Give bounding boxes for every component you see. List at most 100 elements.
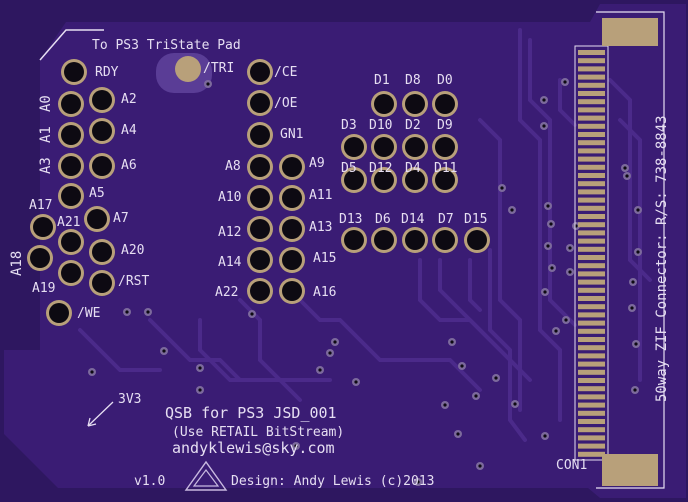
pad-label-we: /WE	[77, 306, 101, 321]
zif-finger-2	[578, 66, 605, 72]
pad-label-a16: A16	[313, 285, 337, 300]
zif-finger-30	[578, 296, 605, 301]
pad-label-gn1: GN1	[280, 127, 304, 142]
connector-ref: CON1	[556, 458, 588, 473]
zif-finger-20	[578, 214, 605, 219]
pad-hole-7	[61, 186, 81, 206]
zif-finger-5	[578, 91, 605, 96]
via-hole-1	[146, 310, 150, 314]
zif-finger-12	[578, 148, 605, 154]
trace-10	[78, 328, 162, 372]
via-hole-13	[554, 329, 558, 333]
pad-hole-43	[435, 230, 455, 250]
pad-label-d9: D9	[437, 118, 453, 133]
pad-hole-4	[61, 125, 81, 145]
zif-finger-4	[578, 82, 605, 88]
trace-0	[518, 28, 562, 422]
pad-hole-26	[282, 250, 302, 270]
pad-hole-35	[435, 137, 455, 157]
pad-label-a10: A10	[218, 190, 242, 205]
zif-finger-42	[578, 394, 605, 400]
trace-9	[618, 118, 642, 382]
power-arrow-head	[87, 417, 97, 427]
pad-label-a0: A0	[38, 95, 54, 112]
pad-hole-15	[49, 303, 69, 323]
zif-finger-29	[578, 287, 605, 293]
zif-finger-0	[578, 50, 605, 55]
via-hole-43	[206, 82, 210, 86]
pad-hole-9	[87, 209, 107, 229]
zif-finger-36	[578, 345, 605, 351]
via-hole-4	[333, 340, 337, 344]
zif-finger-1	[578, 58, 605, 64]
version: v1.0	[134, 474, 166, 489]
zif-finger-27	[578, 271, 605, 277]
pad-hole-20	[282, 157, 302, 177]
power-label: 3V3	[118, 392, 142, 407]
power-arrow-line	[87, 401, 114, 427]
pad-hole-40	[344, 230, 364, 250]
zif-finger-44	[578, 410, 605, 416]
zif-finger-40	[578, 378, 605, 383]
pad-hole-2	[61, 94, 81, 114]
pad-label-ce: /CE	[274, 65, 298, 80]
pad-hole-12	[92, 242, 112, 262]
trace-11	[198, 318, 332, 382]
pad-hole-21	[250, 188, 270, 208]
via-hole-40	[294, 444, 298, 448]
pad-label-a8: A8	[225, 159, 241, 174]
zif-finger-48	[578, 443, 605, 449]
zif-finger-25	[578, 255, 605, 260]
pad-hole-38	[405, 170, 425, 190]
zif-finger-33	[578, 320, 605, 326]
via-hole-18	[550, 266, 554, 270]
pad-hole-1	[92, 90, 112, 110]
zif-finger-9	[578, 123, 605, 129]
via-hole-25	[636, 208, 640, 212]
zif-finger-39	[578, 369, 605, 375]
via-hole-15	[546, 204, 550, 208]
zif-finger-34	[578, 328, 605, 334]
zif-finger-16	[578, 181, 605, 187]
zif-finger-23	[578, 238, 605, 244]
main-title: QSB for PS3 JSD_001	[165, 404, 337, 422]
zif-finger-32	[578, 312, 605, 318]
pad-label-d3: D3	[341, 118, 357, 133]
via-hole-16	[549, 222, 553, 226]
via-hole-12	[543, 434, 547, 438]
zif-finger-6	[578, 99, 605, 105]
silk-header-edge	[39, 29, 104, 61]
via-hole-9	[474, 394, 478, 398]
pad-hole-17	[250, 93, 270, 113]
pad-hole-33	[374, 137, 394, 157]
zif-finger-47	[578, 435, 605, 441]
pad-hole-25	[250, 250, 270, 270]
pad-hole-34	[405, 137, 425, 157]
pad-hole-37	[374, 170, 394, 190]
via-hole-32	[542, 124, 546, 128]
pad-hole-5	[92, 156, 112, 176]
via-hole-0	[125, 310, 129, 314]
pad-label-a12: A12	[218, 225, 242, 240]
via-hole-8	[456, 432, 460, 436]
via-hole-17	[546, 244, 550, 248]
pad-label-a2: A2	[121, 92, 137, 107]
pad-hole-29	[374, 94, 394, 114]
pad-label-d6: D6	[375, 212, 391, 227]
pad-hole-32	[344, 137, 364, 157]
zif-finger-13	[578, 156, 605, 162]
pad-label-d1: D1	[374, 73, 390, 88]
logo-outer	[184, 460, 228, 491]
trace-2	[478, 118, 522, 412]
via-hole-37	[460, 364, 464, 368]
pad-hole-6	[61, 156, 81, 176]
pad-hole-30	[405, 94, 425, 114]
subtitle: (Use RETAIL BitStream)	[172, 425, 345, 440]
pad-hole-14	[92, 273, 112, 293]
pad-label-d8: D8	[405, 73, 421, 88]
zif-finger-10	[578, 132, 605, 137]
trace-4	[298, 298, 482, 392]
connector-label: 50way ZIF Connector: R/S: 738-8843	[654, 115, 670, 402]
via-hole-41	[478, 464, 482, 468]
